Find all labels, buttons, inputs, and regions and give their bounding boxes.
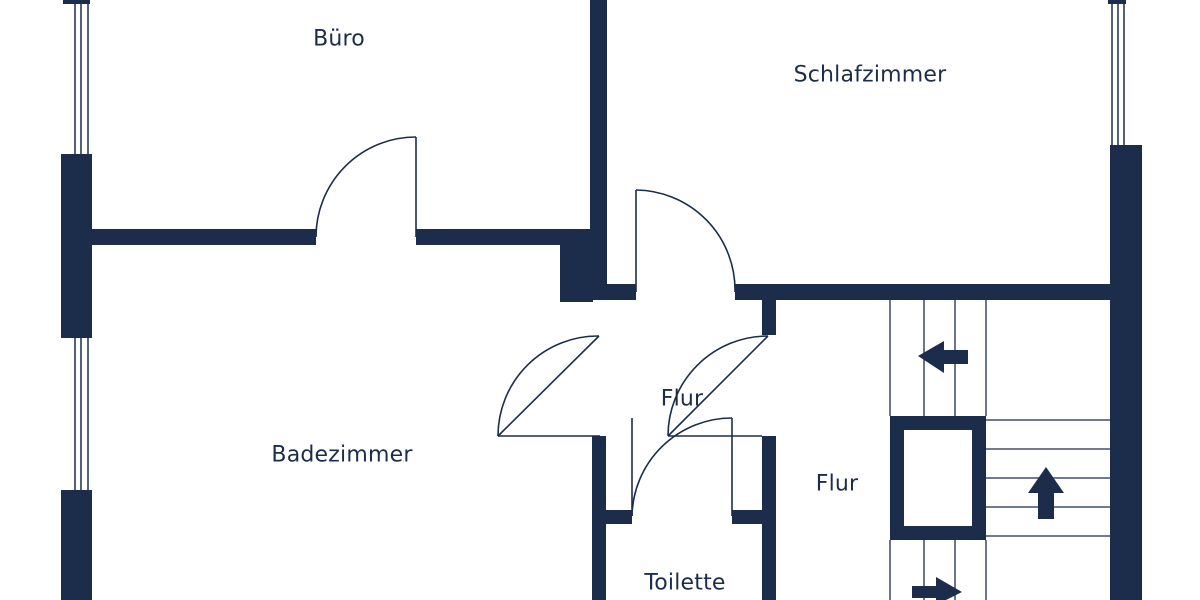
wall-toilet-top-left	[592, 510, 632, 524]
wall-schlaf-bottom-left	[590, 284, 636, 300]
window-right-top	[1111, 4, 1125, 145]
wall-right	[1110, 145, 1142, 600]
wall-buero-bottom-left	[90, 229, 316, 245]
door-schlafzimmer	[635, 189, 736, 293]
wall-center-vertical	[590, 0, 607, 300]
wall-pillar	[560, 244, 593, 302]
wall-toilet-top-right	[732, 510, 776, 524]
room-label-buero: Büro	[313, 26, 365, 52]
stair-core-right	[972, 416, 986, 540]
door-buero	[315, 136, 417, 238]
room-label-schlafzimmer: Schlafzimmer	[793, 62, 947, 88]
staircase	[889, 300, 1110, 600]
doors	[315, 136, 769, 517]
arrow-left-icon	[918, 341, 968, 373]
stair-core-left	[890, 416, 904, 540]
arrow-right-icon	[912, 577, 962, 600]
wall-buero-bottom-right	[416, 229, 592, 245]
wall-right-top-stub	[1108, 0, 1126, 4]
door-toilette	[631, 417, 762, 517]
stair-arrows	[912, 341, 1064, 600]
wall-left-lower	[61, 490, 92, 600]
room-label-flur-inner: Flur	[660, 386, 704, 412]
wall-hall-upper	[762, 297, 776, 335]
door-flur	[667, 335, 769, 437]
door-badezimmer	[497, 335, 600, 437]
room-label-flur-outer: Flur	[815, 471, 859, 497]
window-left-bottom	[74, 338, 89, 490]
wall-left-upper	[61, 154, 92, 338]
arrow-up-icon	[1028, 467, 1064, 519]
wall-schlaf-bottom-right	[735, 284, 1113, 300]
walls	[61, 0, 1142, 600]
wall-left-top-stub	[63, 0, 90, 4]
stair-core-bottom	[890, 526, 986, 540]
room-label-badezimmer: Badezimmer	[271, 442, 413, 468]
room-label-toilette: Toilette	[644, 570, 726, 596]
windows	[74, 4, 1125, 490]
stair-core-top	[890, 416, 986, 430]
window-left-top	[74, 4, 89, 154]
